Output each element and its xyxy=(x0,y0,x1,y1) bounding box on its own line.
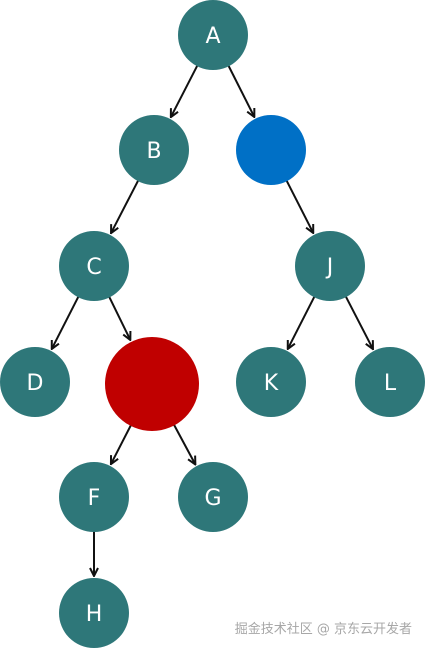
node-circle-G xyxy=(178,462,248,532)
node-circle-C xyxy=(59,231,129,301)
node-circle-F xyxy=(59,462,129,532)
node-C: C xyxy=(59,231,129,301)
edge-red-F xyxy=(111,423,133,463)
node-K: K xyxy=(236,347,306,417)
node-circle-B xyxy=(119,115,189,185)
node-circle-K xyxy=(236,347,306,417)
node-label-D: D xyxy=(27,371,44,396)
edge-C-D xyxy=(52,294,80,348)
node-label-J: J xyxy=(325,255,334,280)
edge-A-blue xyxy=(227,64,254,117)
node-label-A: A xyxy=(205,24,220,49)
node-label-B: B xyxy=(146,139,161,164)
node-H: H xyxy=(59,578,129,648)
node-J: J xyxy=(295,231,365,301)
node-circle-L xyxy=(355,347,425,417)
node-circle-A xyxy=(178,0,248,70)
node-circle-red xyxy=(105,337,199,431)
node-circle-blue xyxy=(236,115,306,185)
node-label-G: G xyxy=(204,486,221,511)
node-A: A xyxy=(178,0,248,70)
node-label-K: K xyxy=(264,371,279,396)
node-L: L xyxy=(355,347,425,417)
node-F: F xyxy=(59,462,129,532)
node-label-C: C xyxy=(86,255,101,280)
watermark-text: 掘金技术社区 @ 京东云开发者 xyxy=(234,622,412,637)
edge-J-L xyxy=(344,294,372,348)
node-B: B xyxy=(119,115,189,185)
edge-A-B xyxy=(171,63,199,116)
node-circle-D xyxy=(0,347,70,417)
node-red xyxy=(105,337,199,431)
edge-J-K xyxy=(288,294,316,348)
edge-red-G xyxy=(172,423,195,464)
node-label-H: H xyxy=(86,602,103,627)
node-label-F: F xyxy=(88,486,101,511)
node-G: G xyxy=(178,462,248,532)
edge-C-red xyxy=(107,295,130,340)
edge-B-C xyxy=(112,178,140,232)
node-label-L: L xyxy=(384,371,397,396)
node-circle-H xyxy=(59,578,129,648)
node-circle-J xyxy=(295,231,365,301)
edge-blue-J xyxy=(285,178,313,232)
edges-layer xyxy=(52,63,372,575)
node-blue xyxy=(236,115,306,185)
node-D: D xyxy=(0,347,70,417)
